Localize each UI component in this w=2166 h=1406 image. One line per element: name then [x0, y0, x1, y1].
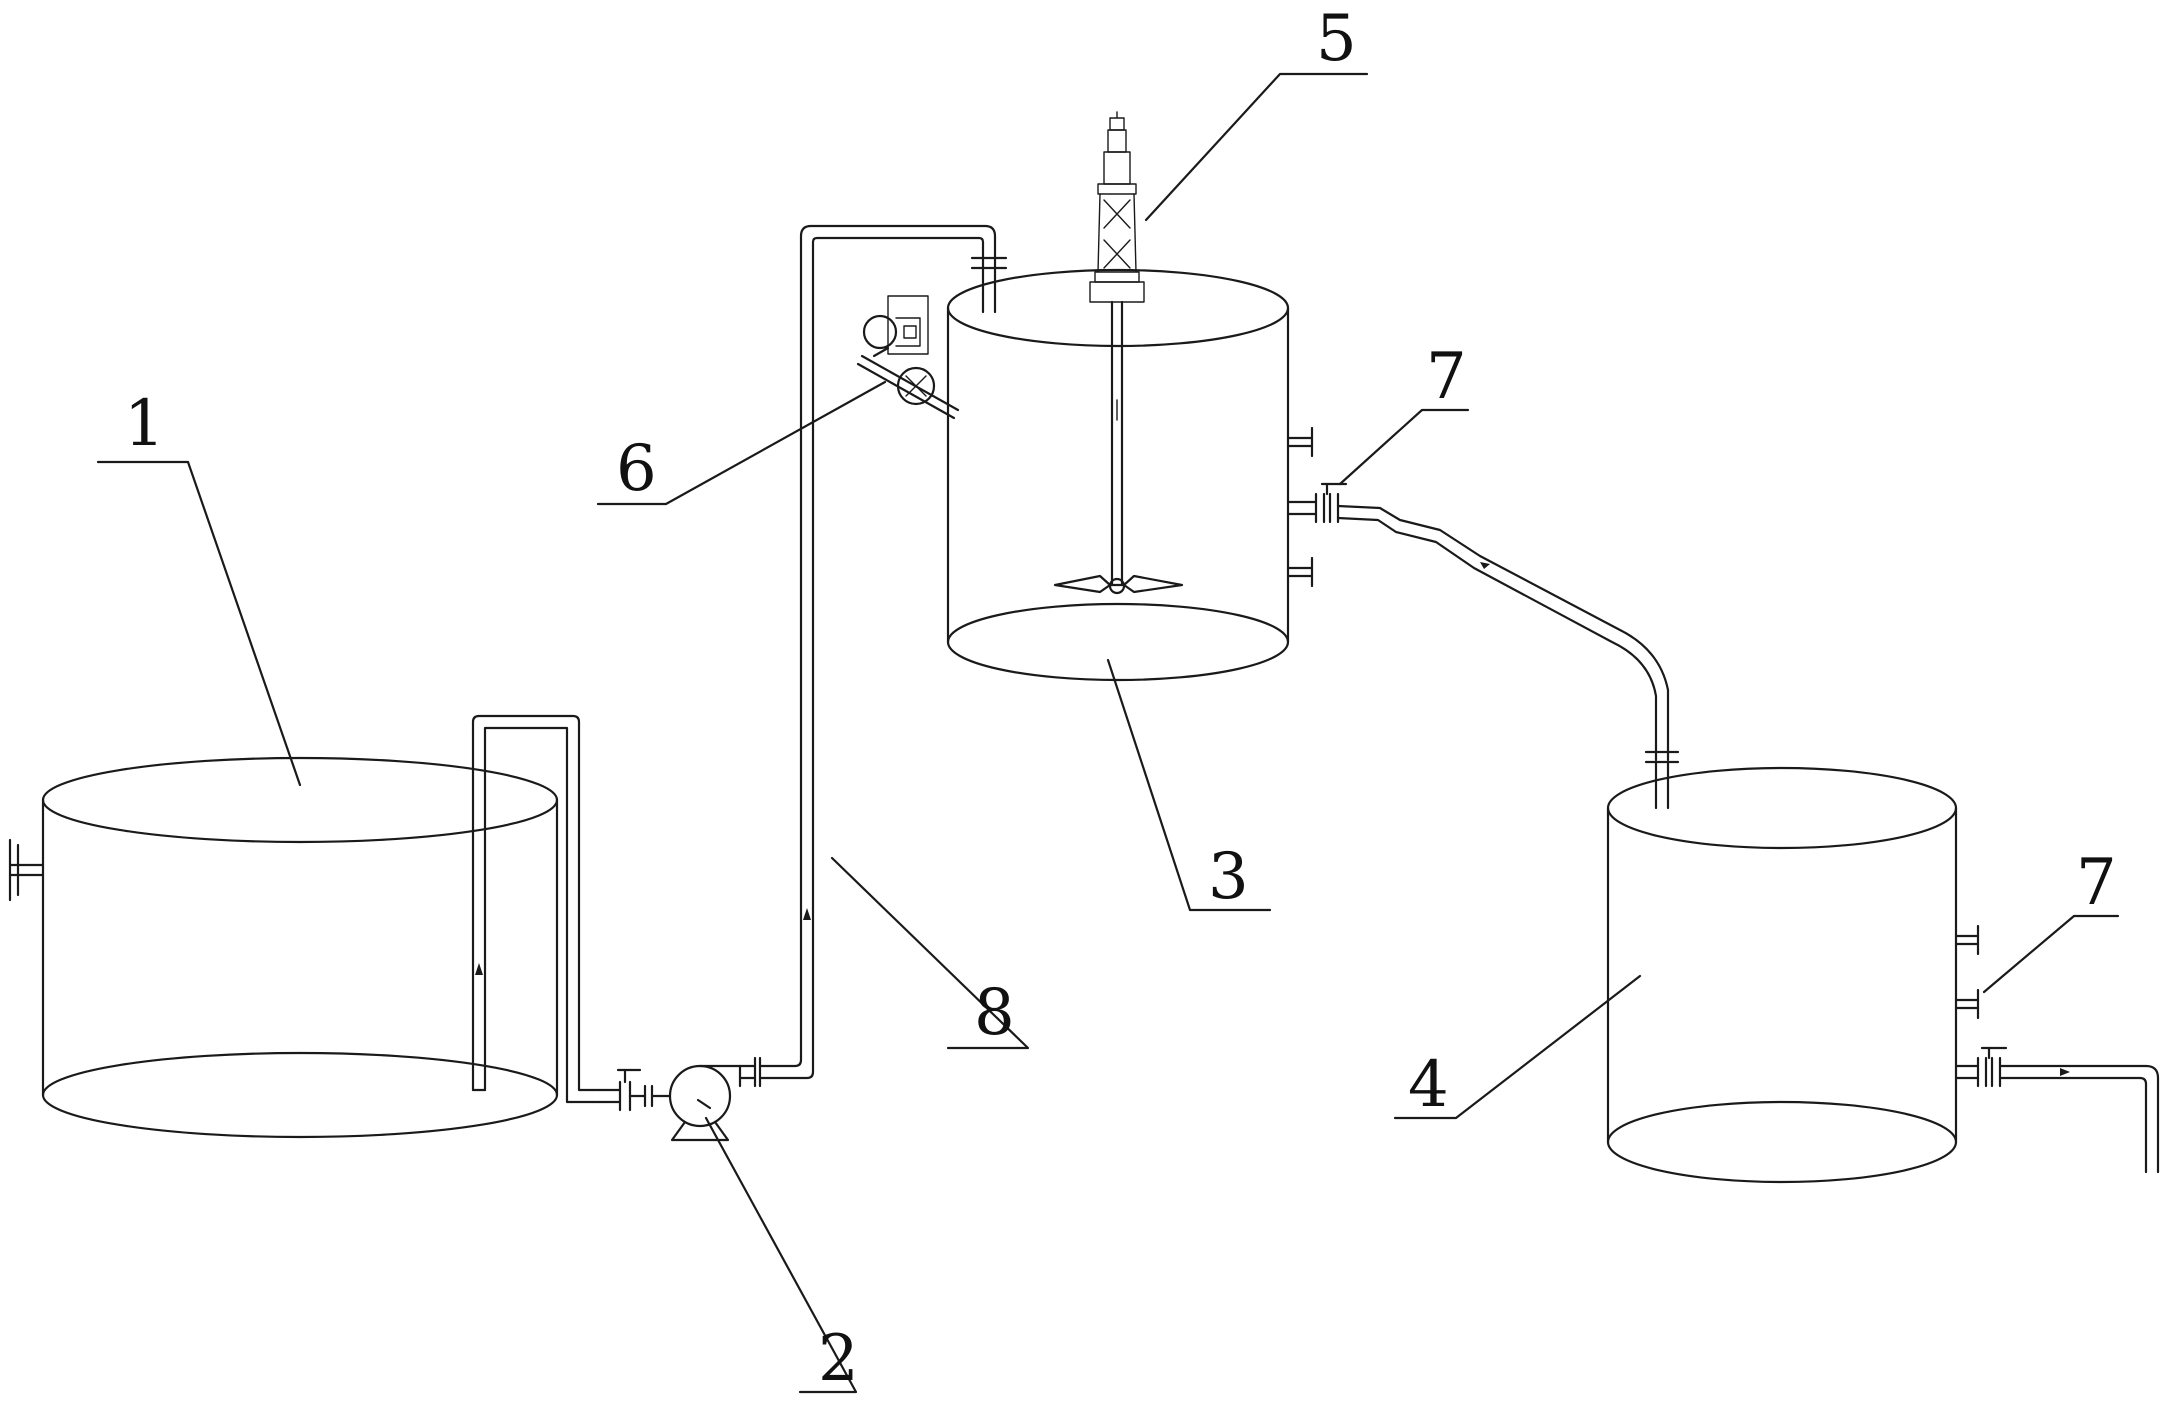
leader-5 — [1144, 72, 1369, 222]
product-tank-nozzle-middle — [1954, 988, 1980, 1020]
pump — [668, 1056, 762, 1142]
leader-4 — [1393, 974, 1642, 1120]
label-tank-1: 1 — [124, 387, 165, 461]
agitator — [1053, 111, 1184, 595]
label-pump: 2 — [818, 1322, 859, 1396]
product-tank-nozzle-top — [1954, 924, 1980, 956]
leader-lines — [96, 72, 2120, 1394]
pipeline-8 — [758, 224, 1008, 1080]
transfer-valve — [1286, 482, 1348, 524]
dosing-unit — [856, 295, 960, 420]
mix-tank — [946, 268, 1314, 682]
label-valve-upper: 7 — [1426, 340, 1467, 414]
leader-2 — [704, 1116, 858, 1394]
label-mix-tank: 3 — [1208, 840, 1249, 914]
outlet-valve — [1954, 1046, 2008, 1088]
mix-tank-nozzle-bottom — [1286, 556, 1314, 588]
suction-line — [471, 714, 672, 1112]
outlet-line — [1998, 1064, 2160, 1174]
label-agitator: 5 — [1316, 2, 1357, 76]
product-tank — [1606, 766, 2160, 1184]
tank-1-side-nozzle — [8, 838, 45, 902]
product-inlet-flange — [1644, 750, 1680, 764]
label-product-tank: 4 — [1408, 1048, 1449, 1122]
leader-7b — [1982, 914, 2120, 994]
leader-6 — [596, 380, 887, 506]
label-dosing-unit: 6 — [616, 432, 657, 506]
mix-tank-nozzle-top — [1286, 426, 1314, 458]
tank-1-suction-pipe — [471, 728, 487, 1092]
label-pipeline: 8 — [974, 976, 1015, 1050]
inlet-flange — [970, 256, 1008, 270]
label-valve-lower: 7 — [2076, 846, 2117, 920]
transfer-line — [1286, 482, 1680, 810]
leader-3 — [1106, 658, 1272, 912]
suction-valve — [598, 1068, 672, 1112]
tank-1 — [8, 728, 559, 1139]
labels: 1 2 3 4 5 6 7 7 8 — [124, 2, 2117, 1396]
leader-1 — [96, 460, 302, 787]
leader-8 — [830, 856, 1030, 1050]
leader-7a — [1338, 408, 1470, 486]
